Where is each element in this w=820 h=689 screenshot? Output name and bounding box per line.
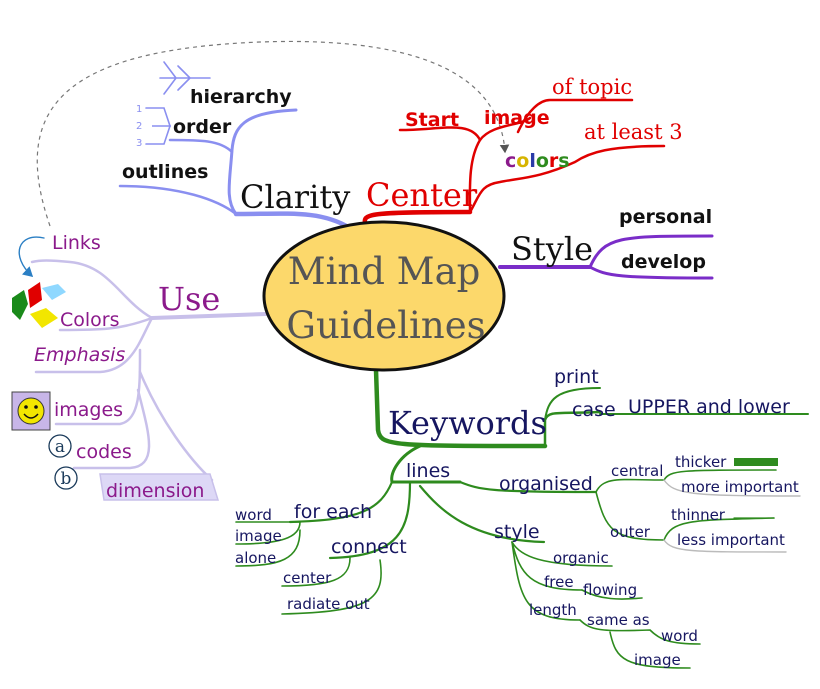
free-label: free xyxy=(544,573,574,591)
develop-label: develop xyxy=(621,251,706,273)
image-2-label: image xyxy=(634,651,681,669)
root-node: Mind Map Guidelines xyxy=(262,220,506,372)
connect-label: connect xyxy=(331,536,407,558)
center-branch xyxy=(362,98,666,229)
order-number-1: 1 xyxy=(136,104,142,115)
organised-label: organised xyxy=(499,473,593,495)
keywords-label: Keywords xyxy=(388,404,547,442)
style-keyword-label: style xyxy=(494,521,540,543)
length-label: length xyxy=(529,601,577,619)
start-label: Start xyxy=(405,109,459,131)
personal-label: personal xyxy=(619,206,712,228)
alone-label: alone xyxy=(235,549,276,567)
svg-text:b: b xyxy=(61,469,72,489)
case-label: case xyxy=(572,399,616,421)
code-a-icon: a xyxy=(48,434,72,458)
link-arrow xyxy=(36,40,510,227)
center-keyword-label: center xyxy=(283,569,332,587)
colors-blob-icon xyxy=(12,282,66,328)
colors-label: Colors xyxy=(60,309,120,331)
images-label: images xyxy=(54,399,123,421)
use-label: Use xyxy=(158,280,220,318)
upper-lower-label: UPPER and lower xyxy=(628,396,790,418)
clarity-label: Clarity xyxy=(240,178,350,216)
print-label: print xyxy=(554,366,599,388)
style-label: Style xyxy=(511,230,593,268)
clarity-branch xyxy=(118,61,353,231)
of-topic-label: of topic xyxy=(552,75,632,99)
central-label: central xyxy=(611,462,663,480)
less-important-label: less important xyxy=(677,531,785,549)
organic-label: organic xyxy=(553,549,609,567)
order-number-2: 2 xyxy=(136,121,142,132)
order-label: order xyxy=(173,116,232,138)
code-b-icon: b xyxy=(54,466,78,490)
thinner-label: thinner xyxy=(671,506,726,524)
keywords-branch xyxy=(235,367,809,669)
flowing-label: flowing xyxy=(583,581,637,599)
smiley-icon xyxy=(11,391,51,431)
dimension-label: dimension xyxy=(106,480,204,502)
image-keyword-label: image xyxy=(235,527,282,545)
thicker-label: thicker xyxy=(675,453,727,471)
radiate-out-label: radiate out xyxy=(287,595,370,613)
root-line-1: Mind Map xyxy=(288,250,481,293)
hierarchy-label: hierarchy xyxy=(190,86,292,108)
more-important-label: more important xyxy=(681,478,799,496)
word-label: word xyxy=(235,506,272,524)
outlines-label: outlines xyxy=(122,161,208,183)
style-branch xyxy=(498,234,714,280)
lines-label: lines xyxy=(406,460,450,482)
svg-text:a: a xyxy=(55,437,65,457)
codes-label: codes xyxy=(76,441,132,463)
colors-multicolor-label: colors xyxy=(505,150,570,172)
same-as-label: same as xyxy=(587,611,650,629)
use-branch xyxy=(18,236,268,501)
order-number-3: 3 xyxy=(136,138,142,149)
for-each-label: for each xyxy=(294,501,372,523)
root-line-2: Guidelines xyxy=(286,304,485,347)
outer-label: outer xyxy=(610,523,651,541)
center-label: Center xyxy=(366,176,478,214)
links-label: Links xyxy=(52,232,101,254)
word-2-label: word xyxy=(661,627,698,645)
at-least-3-label: at least 3 xyxy=(584,120,683,144)
emphasis-label: Emphasis xyxy=(34,344,125,366)
image-label: image xyxy=(484,107,550,129)
